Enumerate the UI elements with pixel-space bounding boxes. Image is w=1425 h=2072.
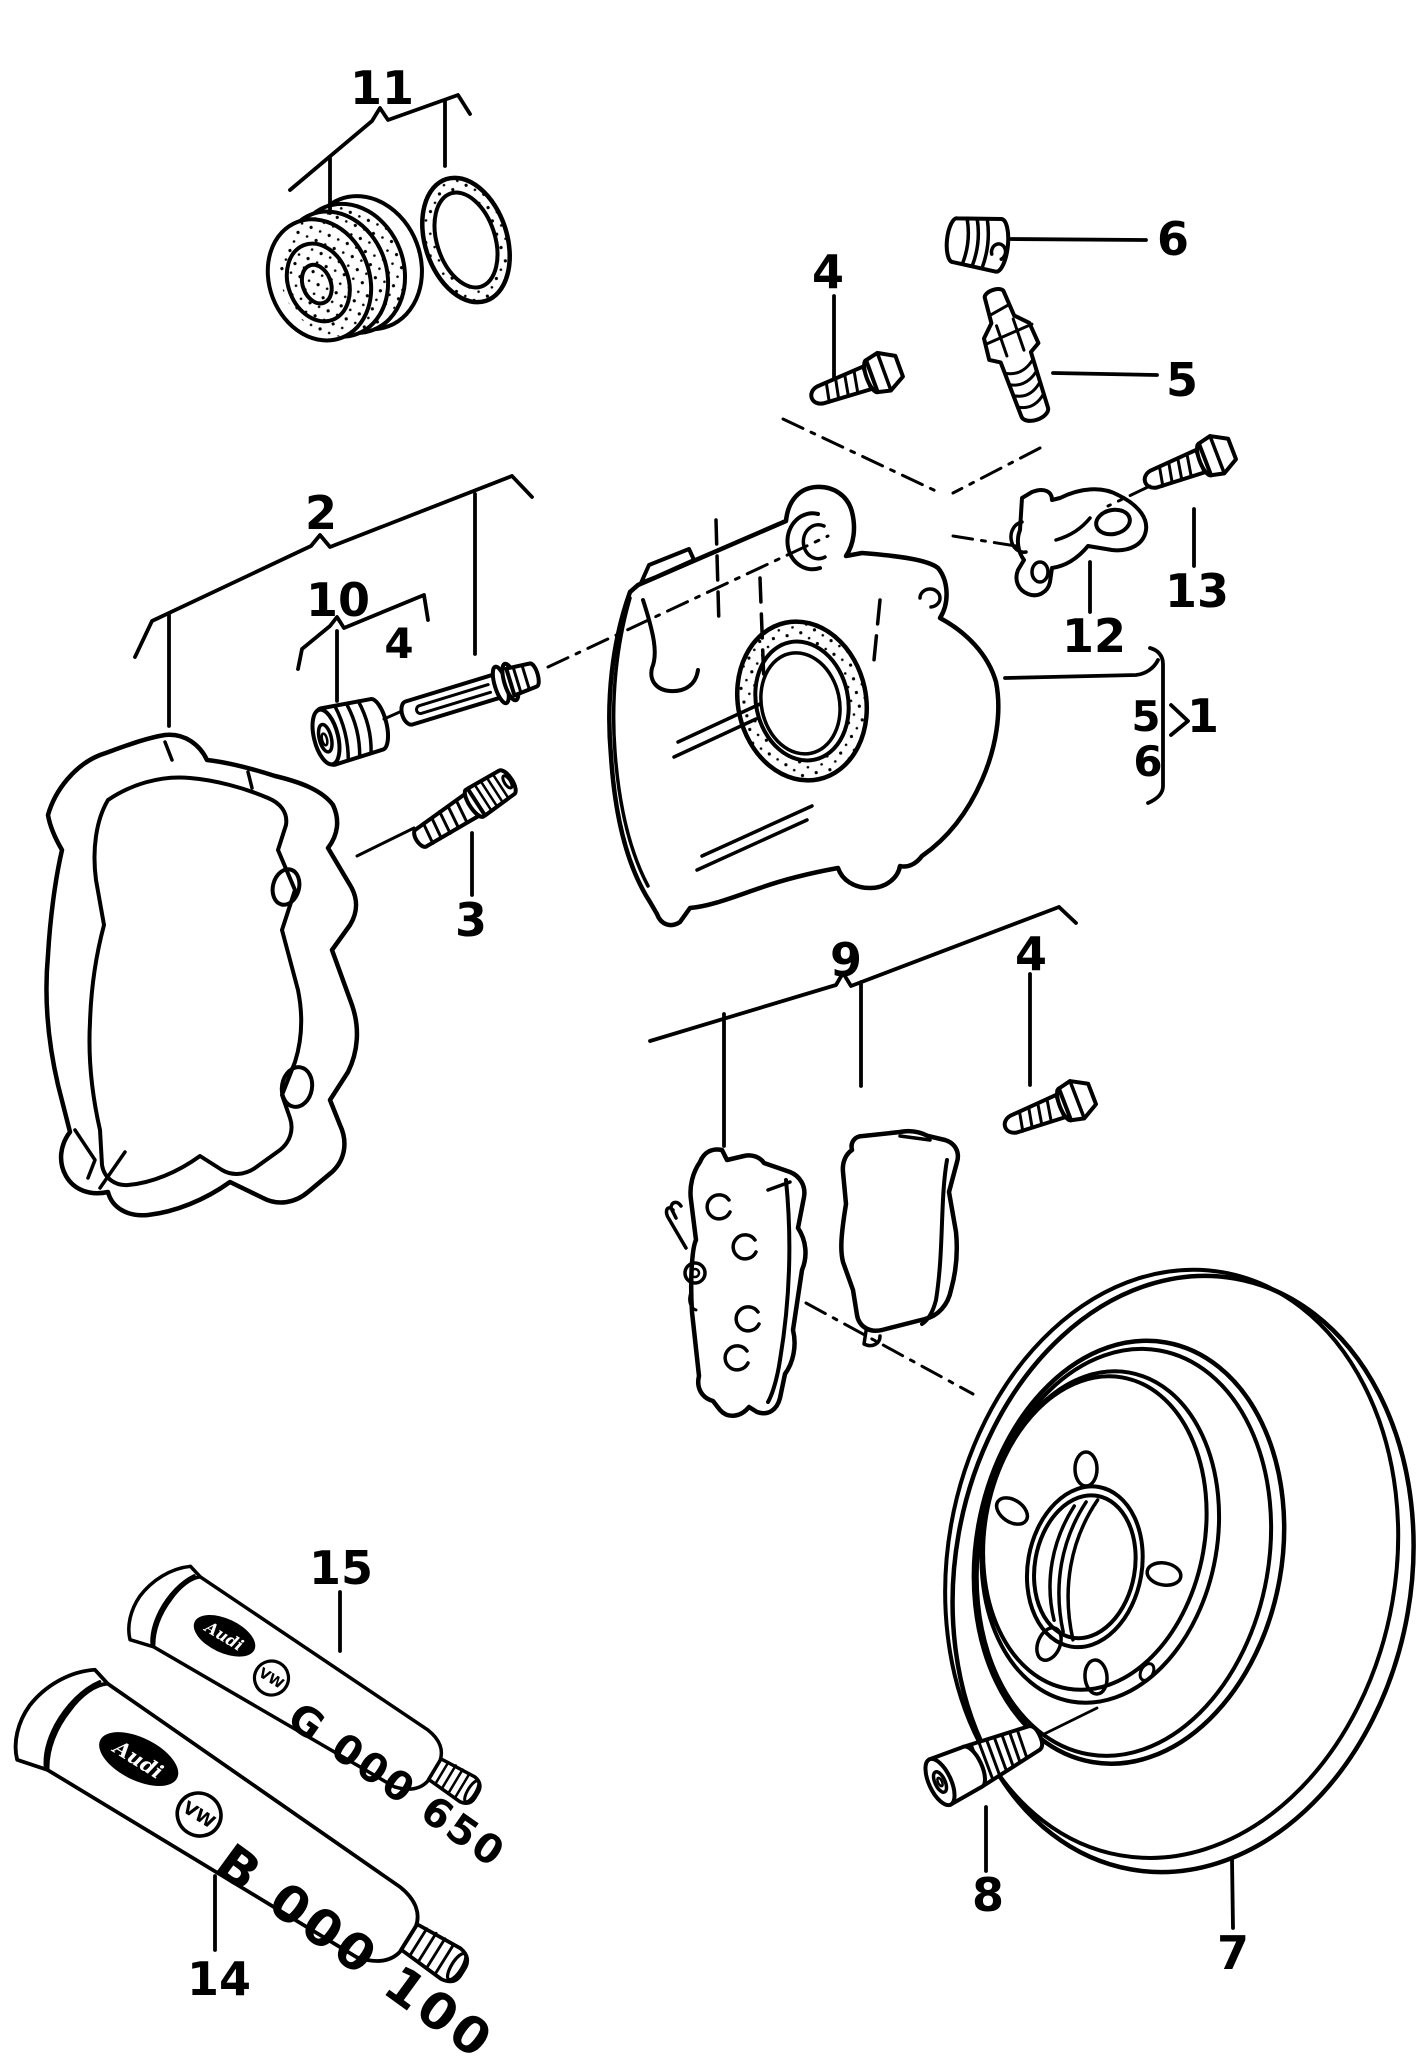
pad-wear-sensor [664,1200,707,1312]
brake-pad-inner [664,1147,808,1418]
leader-bolt3-to-carrier [355,826,416,858]
callout-6: 6 [1157,212,1189,266]
piston-seal-ring [420,175,512,305]
caliper-bolt-lower [996,1073,1102,1148]
callout-5: 5 [1166,353,1198,407]
brake-carrier-bracket [44,732,360,1218]
callout-4-top: 4 [812,245,844,299]
callout-10: 10 [306,573,370,627]
callout-5-group: 5 [1131,692,1160,741]
callout-leader-lines [133,93,1235,1952]
callout-labels: 11 4 6 5 2 10 4 3 13 12 5 6 1 9 4 7 8 15… [187,61,1249,2006]
disc-bolt-holes [994,1450,1183,1696]
callout-11: 11 [350,61,414,115]
vw-logo-icon [175,1791,223,1838]
callout-2: 2 [305,486,337,540]
callout-12: 12 [1062,609,1126,663]
brake-disc [943,1267,1416,1875]
piston-boot [265,194,424,343]
caliper-bleeder-boss [639,547,696,585]
callout-4-pads: 4 [1015,927,1047,981]
bleeder-dust-cap [944,216,1011,274]
carrier-bolt [412,768,518,849]
callout-6-group: 6 [1133,737,1162,786]
hose-holder-bracket [1009,487,1149,598]
audi-logo-icon [99,1732,179,1787]
leader-bolt8-to-hole [1032,1706,1099,1741]
callout-3: 3 [455,893,487,947]
callout-1: 1 [1187,689,1219,743]
audi-logo-icon [193,1615,256,1657]
caliper-bolt-top [802,345,908,419]
bleeder-valve [981,287,1051,423]
callout-15: 15 [309,1541,373,1595]
callout-7: 7 [1217,1926,1249,1980]
caliper-piston-bore [734,619,870,783]
callout-4-mid: 4 [384,619,413,668]
callout-9: 9 [830,933,862,987]
brake-pad-outer [839,1128,961,1348]
guide-bushing [310,697,391,767]
callout-8: 8 [972,1868,1004,1922]
brake-caliper-housing [607,484,1001,928]
callout-14: 14 [187,1952,251,2006]
assembly-axis-lines [382,417,1152,1396]
vw-logo-icon [252,1659,291,1697]
callout-13: 13 [1165,564,1229,618]
guide-pin [399,661,541,727]
bracket-bolt-13 [1136,428,1242,503]
